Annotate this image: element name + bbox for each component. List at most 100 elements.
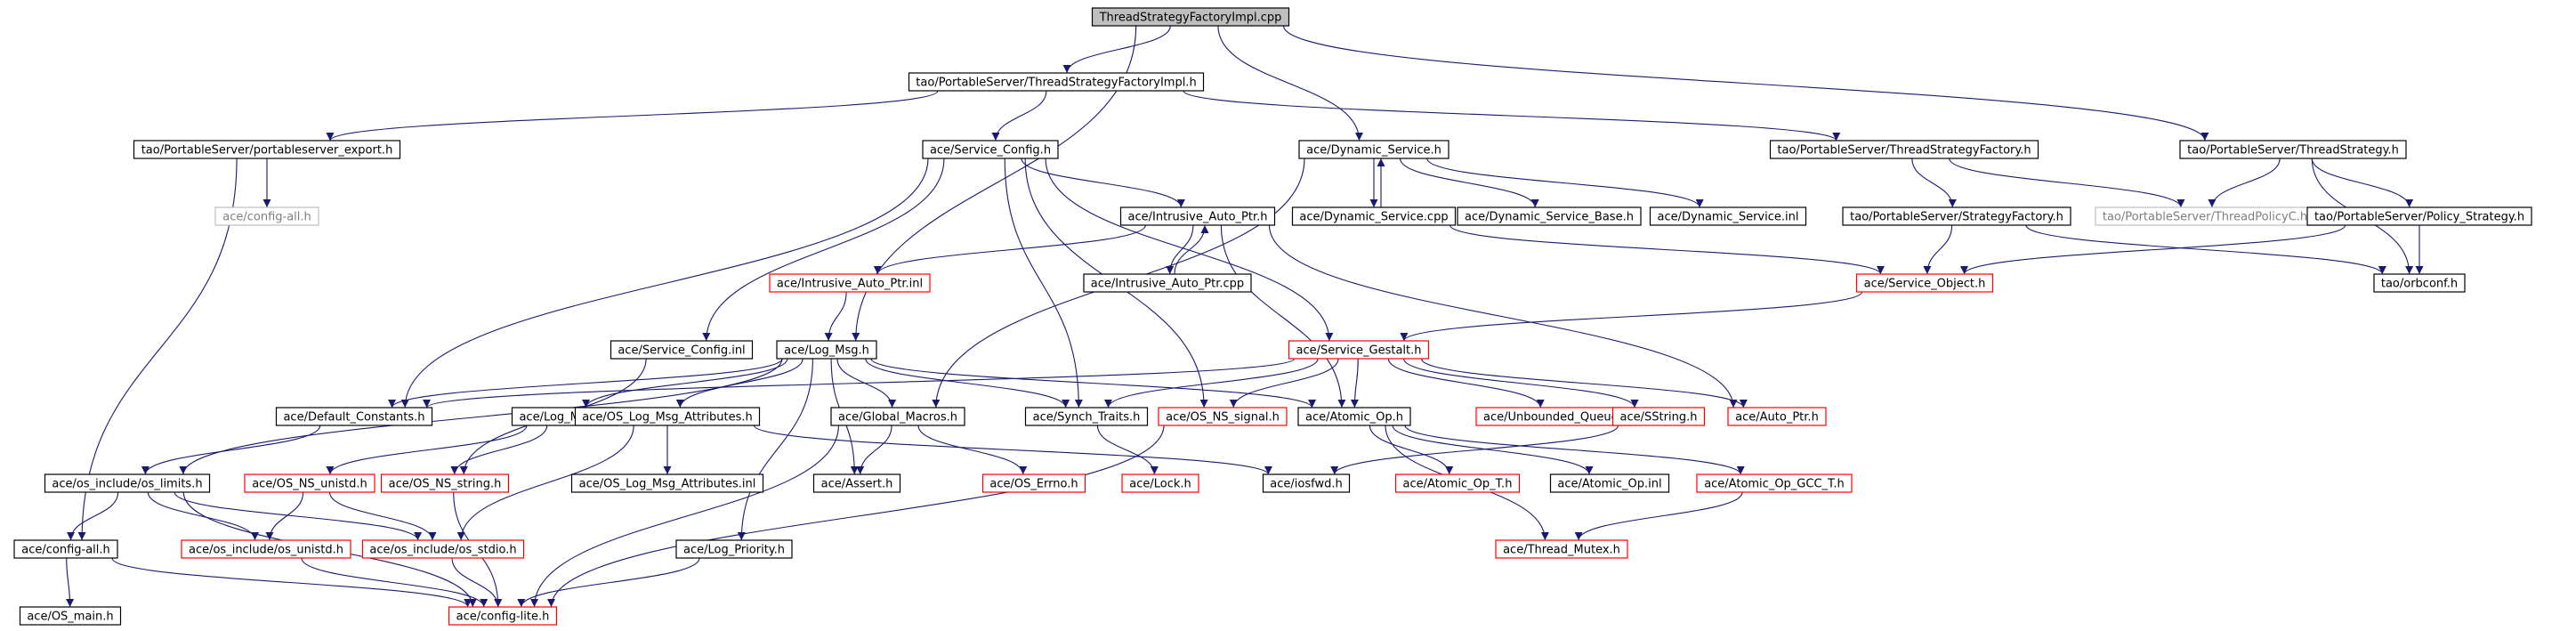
node-tao-portableserver-strategyfactory-h[interactable]: tao/PortableServer/StrategyFactory.h: [1842, 206, 2071, 226]
node-box: [908, 72, 1205, 92]
node-ace-dynamic-service-h[interactable]: ace/Dynamic_Service.h: [1298, 140, 1450, 159]
edge-iapinl-to-logmsg: [824, 291, 847, 342]
node-box: [1842, 206, 2071, 226]
node-tao-portableserver-portableserver-export-h[interactable]: tao/PortableServer/portableserver_export…: [133, 140, 401, 159]
node-ace-lock-h[interactable]: ace/Lock.h: [1121, 473, 1199, 493]
node-ace-intrusive-auto-ptr-inl[interactable]: ace/Intrusive_Auto_Ptr.inl: [769, 273, 931, 293]
node-box: [2373, 273, 2466, 293]
edge-glob-to-cfglite: [530, 425, 839, 608]
node-tao-portableserver-policy-strategy-h[interactable]: tao/PortableServer/Policy_Strategy.h: [2306, 206, 2532, 226]
node-box: [1495, 539, 1628, 559]
node-label: ace/Intrusive_Auto_Ptr.cpp: [1091, 278, 1244, 291]
node-ace-dynamic-service-inl[interactable]: ace/Dynamic_Service.inl: [1649, 206, 1807, 226]
node-ace-unbounded-queue-h[interactable]: ace/Unbounded_Queue.h: [1475, 407, 1637, 426]
node-label: ace/Dynamic_Service_Base.h: [1465, 211, 1634, 224]
node-box: [1024, 407, 1149, 426]
edge-gestalt-to-atomic: [1350, 358, 1359, 409]
node-ace-service-config-inl[interactable]: ace/Service_Config.inl: [610, 340, 754, 360]
node-ace-atomic-op-inl[interactable]: ace/Atomic_Op.inl: [1549, 473, 1670, 493]
node-ace-atomic-op-gcc-t-h[interactable]: ace/Atomic_Op_GCC_T.h: [1696, 473, 1853, 493]
node-box: [922, 140, 1059, 159]
edge-sstr-to-iosfwd: [1330, 425, 1619, 475]
node-ace-os-include-os-unistd-h[interactable]: ace/os_include/os_unistd.h: [181, 539, 351, 559]
node-box: [2306, 206, 2532, 226]
node-ace-os-log-msg-attributes-h[interactable]: ace/OS_Log_Msg_Attributes.h: [574, 407, 761, 426]
edge-logmsg-to-atomic: [870, 358, 1316, 409]
node-label: ace/Log_Msg.h: [784, 344, 869, 358]
node-ace-atomic-op-h[interactable]: ace/Atomic_Op.h: [1297, 407, 1411, 426]
node-ace-auto-ptr-h[interactable]: ace/Auto_Ptr.h: [1727, 407, 1827, 426]
node-ace-os-ns-signal-h[interactable]: ace/OS_NS_signal.h: [1158, 407, 1288, 426]
node-ace-intrusive-auto-ptr-cpp[interactable]: ace/Intrusive_Auto_Ptr.cpp: [1083, 273, 1252, 293]
node-ace-config-all-h[interactable]: ace/config-all.h: [13, 539, 118, 559]
node-label: tao/PortableServer/ThreadStrategy.h: [2187, 144, 2399, 158]
node-tao-orbconf-h[interactable]: tao/orbconf.h: [2373, 273, 2466, 293]
edge-glob-to-assert: [856, 425, 892, 475]
node-label: ace/Auto_Ptr.h: [1735, 411, 1819, 425]
edge-gestalt-to-unbq: [1387, 358, 1545, 409]
node-box: [1457, 206, 1642, 226]
node-ace-os-ns-unistd-h[interactable]: ace/OS_NS_unistd.h: [244, 473, 375, 493]
node-label: ace/Assert.h: [821, 478, 893, 491]
node-ace-dynamic-service-base-h[interactable]: ace/Dynamic_Service_Base.h: [1457, 206, 1642, 226]
node-box: [1291, 206, 1457, 226]
edge-tsf-to-tpc: [1949, 158, 2185, 208]
edge-pols-to-svcobj: [1960, 224, 2346, 275]
node-tao-portableserver-threadstrategy-h[interactable]: tao/PortableServer/ThreadStrategy.h: [2179, 140, 2407, 159]
node-label: ace/Atomic_Op.h: [1305, 411, 1403, 425]
node-ace-intrusive-auto-ptr-h[interactable]: ace/Intrusive_Auto_Ptr.h: [1119, 206, 1276, 226]
node-threadstrategyfactoryimpl-cpp[interactable]: ThreadStrategyFactoryImpl.cpp: [1091, 7, 1290, 27]
node-box: [1091, 7, 1290, 27]
edge-pse-to-cfgall: [77, 158, 238, 541]
node-ace-iosfwd-h[interactable]: ace/iosfwd.h: [1262, 473, 1351, 493]
node-label: ace/SString.h: [1620, 411, 1698, 425]
node-ace-os-ns-string-h[interactable]: ace/OS_NS_string.h: [380, 473, 510, 493]
node-label: tao/PortableServer/StrategyFactory.h: [1850, 211, 2063, 224]
edge-svccfg-to-gestalt: [1045, 158, 1334, 342]
node-ace-thread-mutex-h[interactable]: ace/Thread_Mutex.h: [1495, 539, 1628, 559]
edge-tsfi_h-to-pse: [326, 90, 939, 142]
node-ace-default-constants-h[interactable]: ace/Default_Constants.h: [275, 407, 433, 426]
node-ace-synch-traits-h[interactable]: ace/Synch_Traits.h: [1024, 407, 1149, 426]
node-tao-portableserver-threadstrategyfactory-h[interactable]: tao/PortableServer/ThreadStrategyFactory…: [1769, 140, 2039, 159]
edge-svccfg-to-sync: [1004, 158, 1083, 409]
node-ace-service-object-h[interactable]: ace/Service_Object.h: [1855, 273, 1994, 293]
node-tao-portableserver-threadpolicyc-h[interactable]: tao/PortableServer/ThreadPolicyC.h: [2095, 206, 2315, 226]
node-ace-os-include-os-stdio-h[interactable]: ace/os_include/os_stdio.h: [361, 539, 525, 559]
node-ace-atomic-op-t-h[interactable]: ace/Atomic_Op_T.h: [1394, 473, 1521, 493]
node-ace-os-main-h[interactable]: ace/OS_main.h: [19, 606, 122, 626]
node-ace-dynamic-service-cpp[interactable]: ace/Dynamic_Service.cpp: [1291, 206, 1457, 226]
node-label: ace/config-lite.h: [456, 611, 550, 624]
node-label: ace/OS_NS_string.h: [389, 478, 502, 491]
node-ace-config-lite-h[interactable]: ace/config-lite.h: [448, 606, 558, 626]
node-box: [1649, 206, 1807, 226]
node-ace-os-errno-h[interactable]: ace/OS_Errno.h: [981, 473, 1086, 493]
node-label: ace/config-all.h: [222, 211, 311, 224]
node-label: ThreadStrategyFactoryImpl.cpp: [1099, 12, 1282, 25]
node-box: [214, 206, 319, 226]
edge-osiunistd-to-cfglite: [301, 557, 489, 608]
node-ace-global-macros-h[interactable]: ace/Global_Macros.h: [830, 407, 965, 426]
node-label: tao/PortableServer/portableserver_export…: [141, 144, 393, 158]
node-ace-config-all-h[interactable]: ace/config-all.h: [214, 206, 319, 226]
node-label: ace/Service_Gestalt.h: [1296, 344, 1421, 358]
node-box: [981, 473, 1086, 493]
node-label: tao/PortableServer/ThreadStrategyFactory…: [1777, 144, 2031, 158]
edge-tsfi_h-to-svccfg: [991, 90, 1047, 142]
node-ace-sstring-h[interactable]: ace/SString.h: [1611, 407, 1706, 426]
node-ace-service-gestalt-h[interactable]: ace/Service_Gestalt.h: [1288, 340, 1430, 360]
node-ace-service-config-h[interactable]: ace/Service_Config.h: [922, 140, 1059, 159]
node-label: ace/Atomic_Op_GCC_T.h: [1704, 478, 1845, 491]
node-ace-log-priority-h[interactable]: ace/Log_Priority.h: [675, 539, 793, 559]
node-ace-assert-h[interactable]: ace/Assert.h: [812, 473, 901, 493]
node-box: [44, 473, 211, 493]
node-box: [574, 407, 761, 426]
node-box: [1549, 473, 1670, 493]
node-box: [1121, 473, 1199, 493]
node-ace-os-include-os-limits-h[interactable]: ace/os_include/os_limits.h: [44, 473, 211, 493]
node-tao-portableserver-threadstrategyfactoryimpl-h[interactable]: tao/PortableServer/ThreadStrategyFactory…: [908, 72, 1205, 92]
edge-tsfi_h-to-tsf: [1183, 90, 1841, 142]
node-ace-os-log-msg-attributes-inl[interactable]: ace/OS_Log_Msg_Attributes.inl: [570, 473, 764, 493]
node-ace-log-msg-h[interactable]: ace/Log_Msg.h: [776, 340, 877, 360]
node-box: [1727, 407, 1827, 426]
